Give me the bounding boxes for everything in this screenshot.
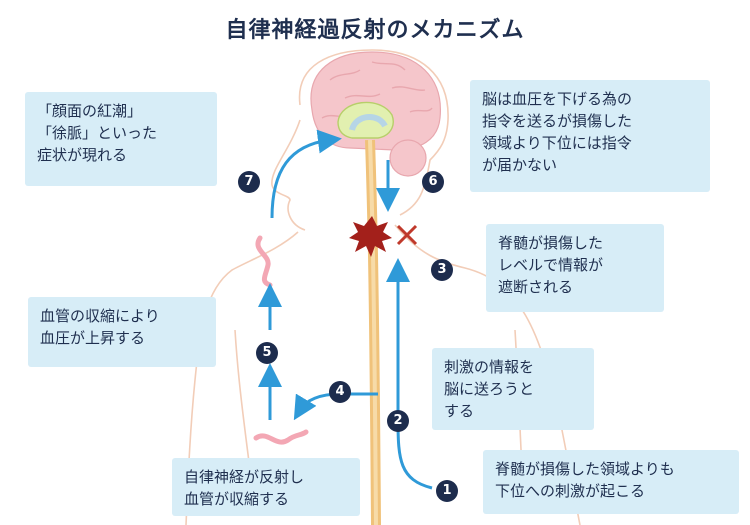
step-badge-4: 4	[329, 381, 351, 403]
step-badge-3: 3	[431, 259, 453, 281]
callout-5: 血管の収縮により 血圧が上昇する	[28, 297, 216, 367]
callout-4: 自律神経が反射し 血管が収縮する	[172, 458, 360, 516]
callout-1: 脊髄が損傷した領域よりも 下位への刺激が起こる	[483, 450, 739, 514]
step-badge-7: 7	[238, 171, 260, 193]
blood-vessel	[253, 429, 309, 445]
arrow-stimulus-up	[386, 258, 433, 490]
step-badge-1: 1	[436, 480, 458, 502]
blocked-x-icon	[396, 224, 418, 246]
step-badge-2: 2	[387, 410, 409, 432]
callout-2: 刺激の情報を 脳に送ろうと する	[432, 348, 594, 430]
injury-burst	[349, 216, 392, 257]
signal-arrows	[258, 129, 433, 490]
spinal-cord	[365, 139, 381, 525]
neck-vessel	[255, 235, 273, 288]
cerebellum	[389, 139, 427, 177]
arrow-to-brain	[270, 129, 342, 219]
brain	[310, 51, 441, 177]
callout-6: 脳は血圧を下げる為の 指令を送るが損傷した 領域より下位には指令 が届かない	[470, 80, 710, 192]
step-badge-5: 5	[256, 342, 278, 364]
callout-3: 脊髄が損傷した レベルで情報が 遮断される	[486, 224, 664, 312]
callout-7: 「顔面の紅潮」 「徐脈」といった 症状が現れる	[25, 92, 217, 186]
page-title: 自律神経過反射のメカニズム	[225, 17, 525, 43]
step-badge-6: 6	[422, 171, 444, 193]
